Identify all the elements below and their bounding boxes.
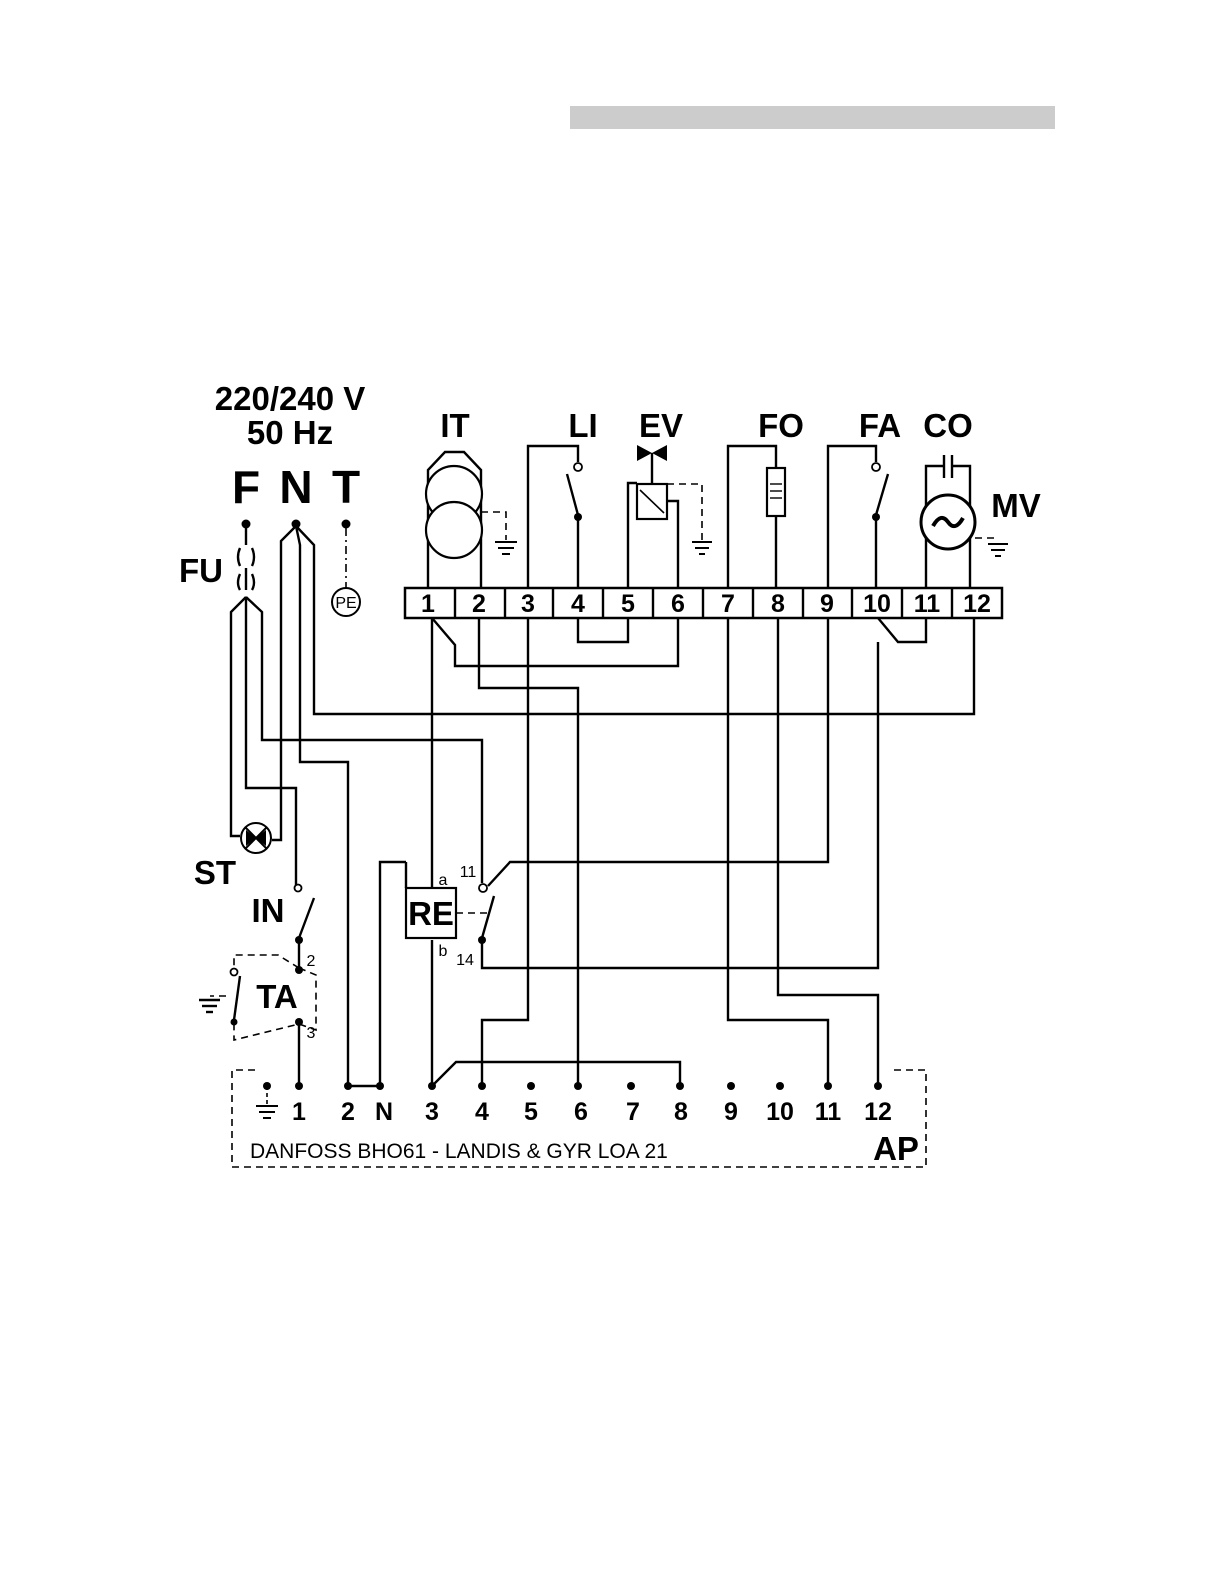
thermostat-label: TA <box>256 978 298 1015</box>
earth-label: T <box>332 461 360 513</box>
flame-alarm-switch-icon <box>828 446 888 588</box>
switch-label: IN <box>252 892 285 929</box>
pe-label: PE <box>335 595 356 612</box>
flame-alarm-label: FA <box>859 407 901 444</box>
fuse-symbol <box>238 524 254 590</box>
ignition-transformer-label: IT <box>440 407 469 444</box>
box-terminal-8: 8 <box>674 1098 688 1126</box>
relay-pin-14: 14 <box>456 952 474 969</box>
strip-terminal-3: 3 <box>521 590 535 618</box>
strip-terminal-4: 4 <box>571 590 585 618</box>
strip-terminal-7: 7 <box>721 590 735 618</box>
ignition-transformer-symbol <box>426 452 517 588</box>
supply-voltage: 220/240 V <box>215 380 365 417</box>
supply-frequency: 50 Hz <box>247 414 333 451</box>
strip-terminal-10: 10 <box>863 590 891 618</box>
strip-terminal-12: 12 <box>963 590 991 618</box>
header-bar <box>570 106 1055 129</box>
internal-wiring <box>348 618 926 1086</box>
relay-pin-11: 11 <box>460 864 477 881</box>
earth-terminal <box>342 520 351 529</box>
lockout-lamp-icon <box>241 823 271 853</box>
relay-pin-b: b <box>439 943 448 960</box>
flame-detector-symbol <box>528 446 582 588</box>
terminal-strip: 1 2 3 4 5 6 7 8 9 10 11 12 <box>405 588 1002 618</box>
box-terminal-6: 6 <box>574 1098 588 1126</box>
box-terminal-9: 9 <box>724 1098 738 1126</box>
phase-label: F <box>232 461 260 513</box>
strip-terminal-11: 11 <box>914 590 941 618</box>
neutral-label: N <box>279 461 312 513</box>
box-terminal-5: 5 <box>524 1098 538 1126</box>
control-box-model: DANFOSS BHO61 - LANDIS & GYR LOA 21 <box>250 1140 668 1163</box>
strip-terminal-9: 9 <box>820 590 834 618</box>
box-terminal-10: 10 <box>766 1098 794 1126</box>
strip-terminal-8: 8 <box>771 590 785 618</box>
box-terminal-n: N <box>375 1098 393 1126</box>
box-terminal-7: 7 <box>626 1098 640 1126</box>
strip-terminal-1: 1 <box>421 590 435 618</box>
thermostat-pin-2: 2 <box>307 953 316 970</box>
thermostat-pin-3: 3 <box>307 1025 316 1042</box>
relay-label: RE <box>408 895 454 932</box>
flame-detector-label: LI <box>568 407 597 444</box>
box-terminal-1: 1 <box>292 1098 306 1126</box>
box-terminal-4: 4 <box>475 1098 489 1126</box>
relay-pin-a: a <box>439 872 448 889</box>
fuse-label: FU <box>179 552 223 589</box>
solenoid-valve-icon <box>628 445 712 588</box>
box-terminal-3: 3 <box>425 1098 439 1126</box>
control-box-label: AP <box>873 1130 919 1167</box>
box-terminal-12: 12 <box>864 1098 892 1126</box>
photocell-symbol <box>728 446 785 588</box>
thermostat-symbol <box>199 955 316 1086</box>
capacitor-label: CO <box>923 407 973 444</box>
strip-terminal-6: 6 <box>671 590 685 618</box>
motor-label: MV <box>991 487 1041 524</box>
strip-terminal-2: 2 <box>472 590 486 618</box>
strip-terminal-5: 5 <box>621 590 635 618</box>
solenoid-valve-label: EV <box>639 407 683 444</box>
photocell-label: FO <box>758 407 804 444</box>
box-terminal-2: 2 <box>341 1098 355 1126</box>
lamp-label: ST <box>194 854 236 891</box>
box-terminal-11: 11 <box>815 1098 842 1126</box>
